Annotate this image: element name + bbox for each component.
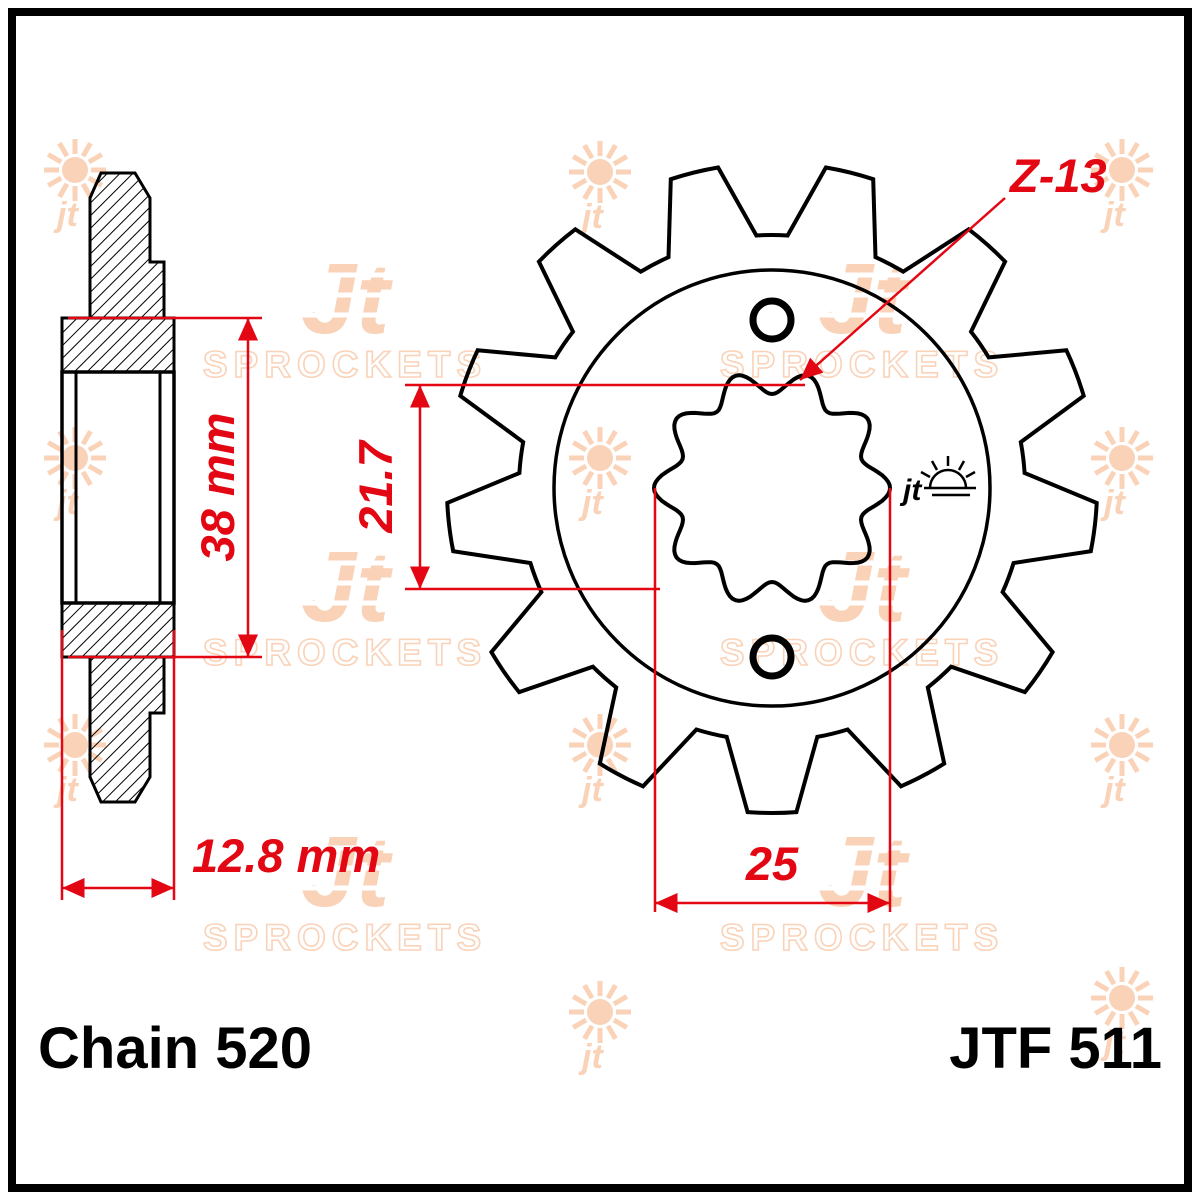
jt-logo-sun-icon (928, 468, 968, 489)
side-view-upper-teeth-section (88, 171, 166, 320)
watermark-logo (203, 531, 487, 673)
sprocket-front-view: jt (445, 165, 1099, 816)
dimension-label-12-8mm: 12.8 mm (192, 829, 380, 882)
side-view-lower-flange (60, 601, 176, 659)
jt-logo-rays-icon (920, 456, 976, 479)
part-number-label: JTF 511 (949, 1016, 1162, 1081)
dimension-label-38mm: 38 mm (191, 413, 244, 562)
dimension-label-teeth-count: Z-13 (1008, 149, 1107, 202)
dimension-label-21-7: 21.7 (349, 439, 402, 533)
watermark-sun (569, 981, 631, 1076)
side-view-upper-flange (60, 316, 176, 374)
sprocket-teeth-outline (445, 165, 1099, 816)
watermark-sun (1091, 427, 1153, 522)
watermark-logo (720, 243, 1004, 385)
watermark-sun (569, 427, 631, 522)
sprocket-top-hole (749, 297, 795, 343)
watermark-logo (720, 531, 1004, 673)
dimension-layer: 38 mm 21.7 25 12.8 mm Z-13 (60, 149, 1107, 913)
dimension-label-25: 25 (745, 837, 799, 890)
sprocket-inner-circle (552, 268, 992, 708)
chain-size-label: Chain 520 (38, 1016, 312, 1081)
watermark-layer (44, 139, 1153, 1076)
side-view-lower-teeth-section (88, 655, 166, 804)
sprocket-bottom-hole (749, 634, 795, 680)
title-block: Chain 520 JTF 511 (38, 1016, 1162, 1081)
side-view-hub (60, 370, 176, 605)
watermark-logo (203, 243, 487, 385)
jt-logo-mark: jt (899, 456, 976, 507)
jt-logo-script: jt (899, 474, 923, 507)
watermark-sun (569, 141, 631, 236)
leader-line-teeth-count (799, 197, 1006, 381)
watermark-sun (1091, 714, 1153, 809)
sprocket-side-view (60, 171, 176, 804)
drawing-border (8, 8, 1192, 1192)
